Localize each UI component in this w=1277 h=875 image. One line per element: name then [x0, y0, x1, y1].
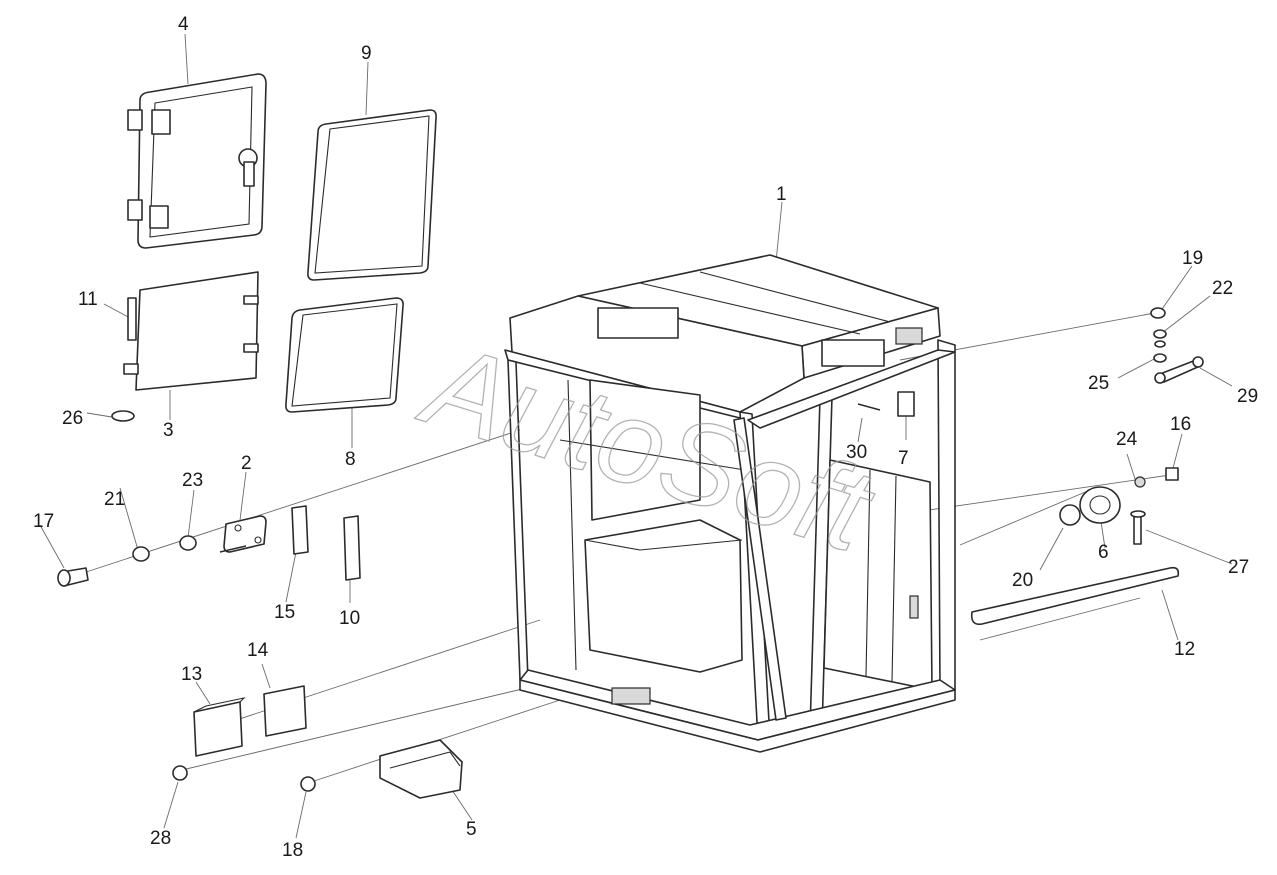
callout-8: 8 — [345, 449, 356, 470]
callout-14: 14 — [247, 640, 269, 661]
callout-19: 19 — [1182, 248, 1203, 269]
callout-3: 3 — [163, 420, 174, 441]
callout-15: 15 — [274, 602, 295, 623]
callout-17: 17 — [33, 511, 54, 532]
part-4-door-frame — [127, 73, 267, 249]
callout-28: 28 — [150, 828, 171, 849]
callout-23: 23 — [182, 470, 203, 491]
callout-24: 24 — [1116, 429, 1138, 450]
callout-25: 25 — [1088, 373, 1109, 394]
part-5-18-28-hardware — [172, 739, 463, 799]
callout-20: 20 — [1012, 570, 1033, 591]
callout-2: 2 — [241, 453, 252, 474]
callout-4: 4 — [178, 14, 189, 35]
part-19-22-25-29-hardware — [1150, 307, 1204, 384]
callout-21: 21 — [104, 489, 125, 510]
part-3-door-panel — [111, 271, 259, 422]
callout-16: 16 — [1170, 414, 1191, 435]
callout-7: 7 — [898, 448, 909, 469]
callout-27: 27 — [1228, 557, 1249, 578]
part-9-window-seal — [307, 109, 437, 281]
callout-29: 29 — [1237, 386, 1258, 407]
callout-6: 6 — [1098, 542, 1109, 563]
callout-5: 5 — [466, 819, 477, 840]
callout-12: 12 — [1174, 639, 1195, 660]
part-13-14-covers — [193, 685, 307, 757]
callout-labels: 4 9 1 11 19 22 25 29 26 3 8 30 7 24 16 2… — [33, 14, 1258, 861]
callout-22: 22 — [1212, 278, 1233, 299]
part-12-plate — [970, 566, 1180, 626]
callout-13: 13 — [181, 664, 202, 685]
part-1-cab-body — [504, 254, 956, 753]
callout-9: 9 — [361, 43, 372, 64]
callout-30: 30 — [846, 442, 867, 463]
callout-26: 26 — [62, 408, 83, 429]
part-2-10-15-17-21-23-hardware — [57, 505, 361, 587]
callout-1: 1 — [776, 184, 787, 205]
callout-11: 11 — [78, 289, 98, 310]
part-6-16-20-24-27-hardware — [1059, 467, 1179, 545]
part-8-window-seal — [285, 297, 404, 413]
callout-18: 18 — [282, 840, 303, 861]
callout-10: 10 — [339, 608, 360, 629]
